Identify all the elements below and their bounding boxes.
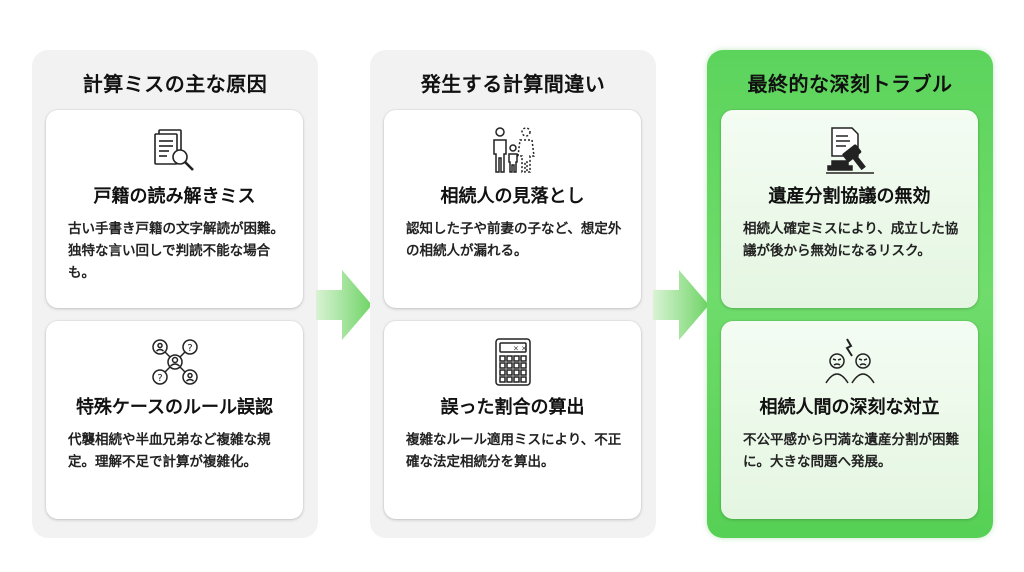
svg-text:?: ? (187, 343, 192, 354)
card-title: 戸籍の読み解きミス (93, 186, 256, 207)
card-missed-heir: 相続人の見落とし 認知した子や前妻の子など、想定外の相続人が漏れる。 (384, 110, 641, 308)
conflict-faces-icon (824, 337, 876, 387)
card-division-agreement-invalid: 遺産分割協議の無効 相続人確定ミスにより、成立した協議が後から無効になるリスク。 (721, 110, 978, 308)
card-koseki-reading-error: 戸籍の読み解きミス 古い手書き戸籍の文字解読が困難。独特な言い回しで判読不能な場… (46, 110, 303, 308)
card-title: 相続人間の深刻な対立 (759, 397, 940, 418)
card-title: 遺産分割協議の無効 (768, 186, 931, 207)
card-title: 誤った割合の算出 (440, 397, 585, 418)
document-search-icon (149, 126, 201, 176)
people-question-icon: ? ? (149, 337, 201, 387)
column-errors: 発生する計算間違い 相続人の見落とし 認知した子や前妻の子など、想定外の相続人が… (370, 50, 656, 538)
card-heir-conflict: 相続人間の深刻な対立 不公平感から円満な遺産分割が困難に。大きな問題へ発展。 (721, 321, 978, 519)
card-title: 特殊ケースのルール誤認 (75, 397, 274, 418)
card-wrong-ratio: × × 誤った割合の算出 複雑なルール適用ミスにより、不正確な法定相続分を算出。 (384, 321, 641, 519)
column-causes: 計算ミスの主な原因 戸籍の読み解きミス 古い手書き戸籍の文字解読が困難。独特な言… (32, 50, 318, 538)
flow-arrow-right (316, 270, 372, 340)
flow-arrow-right (653, 270, 709, 340)
column-title: 計算ミスの主な原因 (82, 72, 268, 96)
card-description: 古い手書き戸籍の文字解読が困難。独特な言い回しで判読不能な場合も。 (68, 221, 284, 281)
column-title: 最終的な深刻トラブル (747, 72, 953, 96)
svg-text:× ×: × × (513, 345, 527, 353)
card-special-case-rule-error: ? ? 特殊ケースのルール誤認 代襲相続や半血兄弟など複雑な規定。理解不足で計算… (46, 321, 303, 519)
card-description: 複雑なルール適用ミスにより、不正確な法定相続分を算出。 (406, 432, 622, 470)
gavel-document-icon (824, 126, 876, 176)
calculator-icon: × × (487, 337, 539, 387)
card-description: 認知した子や前妻の子など、想定外の相続人が漏れる。 (406, 221, 622, 259)
column-title: 発生する計算間違い (420, 72, 606, 96)
card-description: 不公平感から円満な遺産分割が困難に。大きな問題へ発展。 (743, 432, 959, 470)
family-missing-icon (487, 126, 539, 176)
card-description: 相続人確定ミスにより、成立した協議が後から無効になるリスク。 (743, 221, 959, 259)
card-title: 相続人の見落とし (440, 186, 585, 207)
card-description: 代襲相続や半血兄弟など複雑な規定。理解不足で計算が複雑化。 (68, 432, 271, 470)
column-troubles: 最終的な深刻トラブル 遺産分割協議の無効 相続人確定ミスにより、成立した協議が後… (707, 50, 993, 538)
svg-text:?: ? (157, 373, 162, 384)
